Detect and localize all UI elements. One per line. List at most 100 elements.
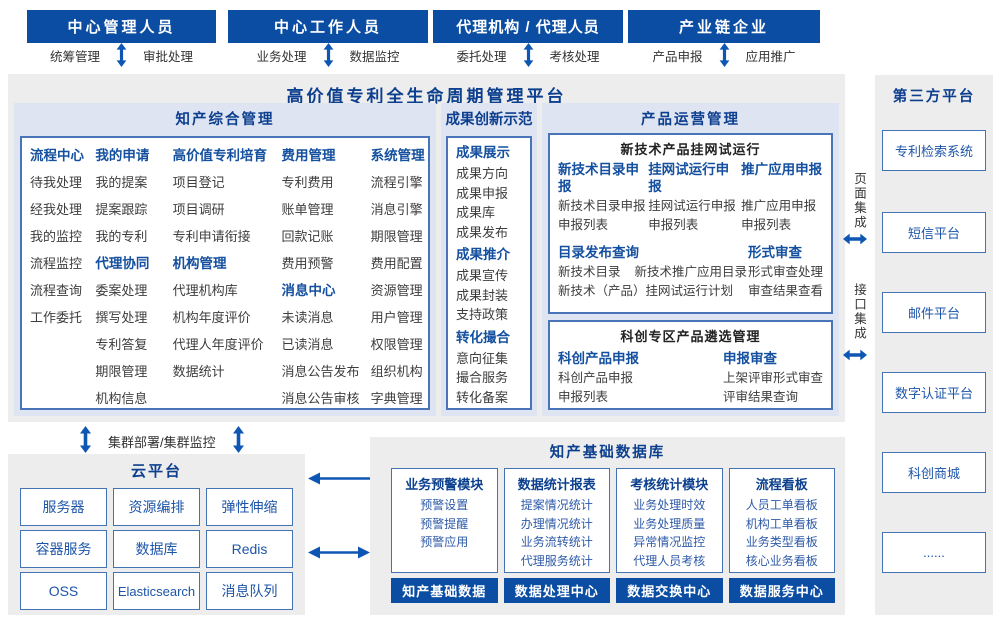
menu-item: 回款记账 bbox=[281, 229, 334, 244]
module-item: 核心业务看板 bbox=[745, 553, 818, 568]
actor-role-label: 考核处理 bbox=[549, 49, 600, 64]
module-item: 预警应用 bbox=[420, 535, 469, 549]
third-party-box: ...... bbox=[882, 532, 986, 573]
cloud-service-box: 数据库 bbox=[113, 530, 200, 568]
menu-item: 审查结果查看 bbox=[747, 284, 823, 298]
actor-role-label: 委托处理 bbox=[456, 49, 507, 64]
menu-item: 转化备案 bbox=[456, 389, 509, 405]
module-header: 数据统计报表 bbox=[517, 477, 596, 492]
actor-role-label: 审批处理 bbox=[143, 49, 194, 64]
ip-menu-box: 流程中心 待我处理 经我处理 我的监控 流程监控 流程查询 工作委托 我的申请 … bbox=[20, 136, 430, 410]
section-title: 产品运营管理 bbox=[641, 112, 740, 128]
actor-block: 中心管理人员 统筹管理 审批处理 bbox=[27, 10, 216, 67]
vertical-double-arrow-icon bbox=[233, 426, 244, 453]
actor-block: 产业链企业 产品申报 应用推广 bbox=[628, 10, 820, 67]
menu-item: 提案跟踪 bbox=[95, 202, 148, 217]
menu-column: 高价值专利培育 项目登记 项目调研 专利申请衔接 机构管理 代理机构库 机构年度… bbox=[173, 142, 282, 408]
db-footer-block: 知产基础数据 bbox=[391, 578, 498, 603]
cloud-service-box: 容器服务 bbox=[20, 530, 107, 568]
db-module-column: 业务预警模块 预警设置 预警提醒 预警应用 知产基础数据 bbox=[391, 468, 498, 603]
arrow-left-icon bbox=[308, 472, 370, 485]
menu-item: 机构年度评价 bbox=[172, 310, 251, 325]
horizontal-double-arrow-icon bbox=[843, 233, 867, 245]
menu-column: 我的申请 我的提案 提案跟踪 我的专利 代理协同 委案处理 撰写处理 专利答复 … bbox=[95, 142, 172, 408]
trial-run-box: 新技术产品挂网试运行 新技术目录申报 新技术目录申报 申报列表 挂网试运行申报 … bbox=[548, 133, 833, 314]
menu-column: 申报审查 上架评审形式审查 评审结果查询 bbox=[723, 348, 823, 407]
cloud-service-box: Elasticsearch bbox=[113, 572, 200, 610]
menu-item: 机构信息 bbox=[95, 391, 148, 406]
box-title: 新技术产品挂网试运行 bbox=[620, 142, 761, 157]
menu-item: 申报列表 bbox=[558, 218, 609, 232]
horizontal-double-arrow-icon bbox=[308, 546, 370, 559]
module-item: 预警提醒 bbox=[420, 516, 469, 531]
page-integration-label: 页面集成 bbox=[852, 172, 866, 230]
platform-title: 高价值专利全生命周期管理平台 bbox=[286, 87, 567, 106]
actor-header: 中心管理人员 bbox=[27, 10, 216, 43]
menu-item: 支持政策 bbox=[456, 307, 509, 322]
panel-title: 知产基础数据库 bbox=[549, 445, 666, 461]
vertical-double-arrow-icon bbox=[719, 43, 729, 67]
menu-item: 费用配置 bbox=[370, 256, 423, 271]
selection-box: 科创专区产品遴选管理 科创产品申报 科创产品申报 申报列表 申报审查 上架评审形… bbox=[548, 320, 833, 410]
menu-item: 成果发布 bbox=[456, 224, 509, 240]
cloud-service-box: Redis bbox=[206, 530, 293, 568]
third-party-box: 科创商城 bbox=[882, 452, 986, 493]
section-title: 知产综合管理 bbox=[175, 112, 275, 128]
third-party-box: 邮件平台 bbox=[882, 292, 986, 333]
module-item: 办理情况统计 bbox=[520, 516, 593, 531]
db-module: 数据统计报表 提案情况统计 办理情况统计 业务流转统计 代理服务统计 bbox=[503, 468, 610, 573]
panel-title: 云平台 bbox=[130, 463, 182, 480]
menu-item: 组织机构 bbox=[370, 364, 423, 379]
catalog-query-group: 目录发布查询 新技术目录 新技术推广应用目录 新技术（产品）挂网试运行计划 bbox=[558, 242, 748, 301]
db-footer-block: 数据交换中心 bbox=[616, 578, 723, 603]
menu-item: 权限管理 bbox=[370, 337, 423, 352]
actor-block: 代理机构 / 代理人员 委托处理 考核处理 bbox=[433, 10, 623, 67]
cloud-service-box: 资源编排 bbox=[113, 488, 200, 526]
module-item: 预警设置 bbox=[420, 498, 469, 512]
module-item: 业务流转统计 bbox=[520, 535, 593, 549]
menu-group-header: 科创产品申报 bbox=[558, 351, 639, 366]
menu-item: 挂网试运行申报 bbox=[648, 199, 736, 213]
menu-column: 费用管理 专利费用 账单管理 回款记账 费用预警 消息中心 未读消息 已读消息 … bbox=[281, 142, 370, 408]
menu-item: 新技术推广应用目录 bbox=[634, 265, 748, 279]
menu-item: 成果封装 bbox=[456, 287, 509, 303]
actor-header: 中心工作人员 bbox=[228, 10, 428, 43]
actor-role-label: 应用推广 bbox=[745, 49, 796, 64]
db-module: 考核统计模块 业务处理时效 业务处理质量 异常情况监控 代理人员考核 bbox=[616, 468, 723, 573]
menu-column: 挂网试运行申报 挂网试运行申报 申报列表 bbox=[648, 161, 741, 235]
menu-column: 系统管理 流程引擎 消息引擎 期限管理 费用配置 资源管理 用户管理 权限管理 … bbox=[371, 142, 428, 408]
menu-group-header: 我的申请 bbox=[95, 148, 150, 163]
menu-item: 工作委托 bbox=[30, 310, 83, 325]
horizontal-double-arrow-icon bbox=[843, 349, 867, 361]
vertical-double-arrow-icon bbox=[80, 426, 91, 453]
menu-item: 期限管理 bbox=[370, 229, 423, 244]
actor-header: 代理机构 / 代理人员 bbox=[433, 10, 623, 43]
module-item: 业务处理质量 bbox=[633, 516, 706, 531]
menu-item: 专利答复 bbox=[95, 337, 148, 352]
cloud-service-box: 弹性伸缩 bbox=[206, 488, 293, 526]
menu-item: 成果方向 bbox=[456, 166, 509, 181]
menu-group-header: 新技术目录申报 bbox=[558, 162, 639, 194]
section-title: 成果创新示范 bbox=[445, 112, 533, 128]
menu-group-header: 费用管理 bbox=[281, 148, 336, 163]
menu-group-header: 目录发布查询 bbox=[558, 245, 639, 260]
db-footer-block: 数据处理中心 bbox=[503, 578, 610, 603]
platform-panel: 高价值专利全生命周期管理平台 知产综合管理 流程中心 待我处理 经我处理 我的监… bbox=[8, 74, 845, 422]
menu-item: 意向征集 bbox=[456, 350, 509, 366]
menu-item: 撮合服务 bbox=[456, 370, 509, 385]
db-footer-block: 数据服务中心 bbox=[728, 578, 835, 603]
menu-group-header: 挂网试运行申报 bbox=[648, 162, 730, 194]
section-ip-management: 知产综合管理 流程中心 待我处理 经我处理 我的监控 流程监控 流程查询 工作委… bbox=[14, 103, 436, 416]
menu-group-header: 申报审查 bbox=[722, 351, 777, 366]
menu-item: 费用预警 bbox=[281, 256, 334, 271]
menu-item: 流程监控 bbox=[30, 256, 83, 271]
menu-item: 专利申请衔接 bbox=[172, 229, 251, 244]
cloud-platform-panel: 云平台 服务器 资源编排 弹性伸缩 容器服务 数据库 Redis OSS Ela… bbox=[8, 454, 305, 615]
menu-column: 新技术目录申报 新技术目录申报 申报列表 bbox=[558, 161, 648, 235]
menu-item: 我的提案 bbox=[95, 175, 148, 190]
menu-item: 项目调研 bbox=[172, 202, 225, 217]
db-module-column: 考核统计模块 业务处理时效 业务处理质量 异常情况监控 代理人员考核 数据交换中… bbox=[616, 468, 723, 603]
db-module-column: 流程看板 人员工单看板 机构工单看板 业务类型看板 核心业务看板 数据服务中心 bbox=[728, 468, 835, 603]
module-item: 人员工单看板 bbox=[745, 498, 818, 512]
section-achievement: 成果创新示范 成果展示 成果方向 成果申报 成果库 成果发布 成果推介 成果宣传… bbox=[441, 103, 537, 416]
